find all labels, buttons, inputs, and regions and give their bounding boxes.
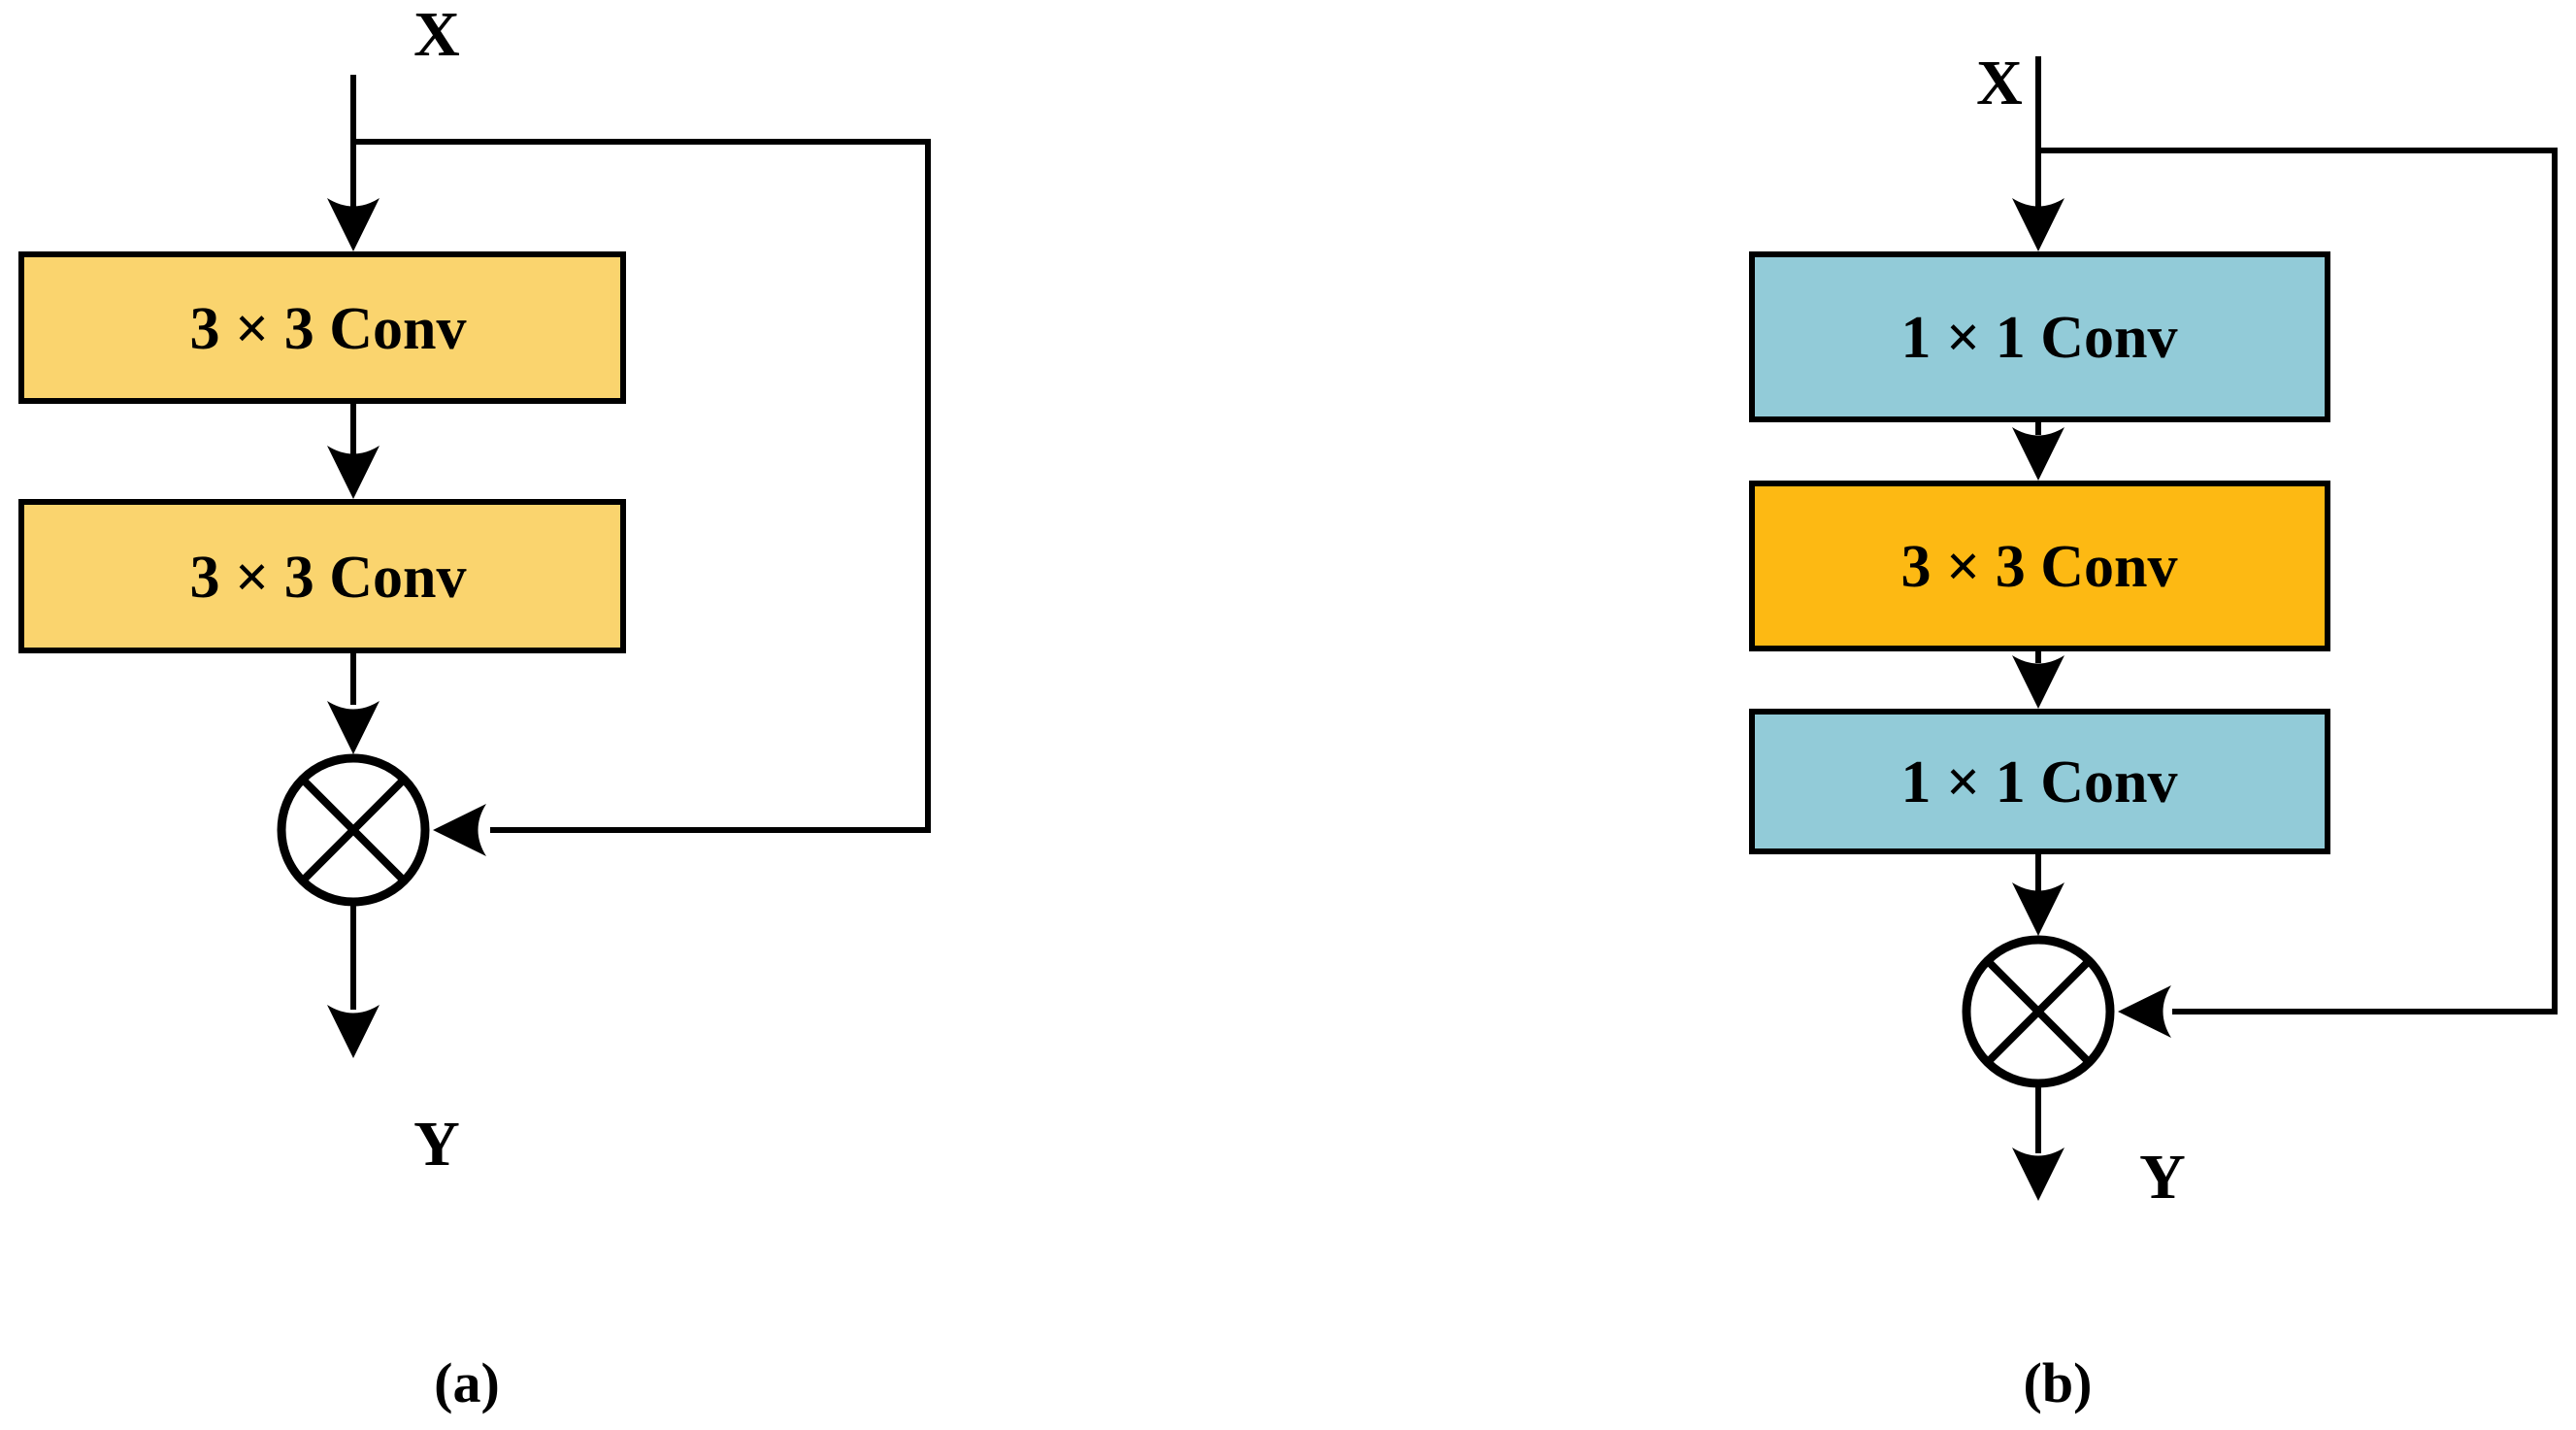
- panel-b-conv-box-2-label: 3 × 3 Conv: [1900, 534, 2177, 600]
- arrowhead-down-icon: [327, 198, 380, 251]
- panel-a-conv-box-2: [18, 499, 626, 653]
- panel-a: X 3 × 3 Conv 3 × 3 Conv: [18, 0, 931, 1414]
- arrowhead-left-icon: [433, 804, 486, 856]
- panel-b-output-label: Y: [2139, 1142, 2186, 1213]
- arrowhead-down-icon: [2012, 198, 2064, 251]
- arrowhead-down-icon: [327, 446, 380, 499]
- panel-b-conv-box-1: [1749, 251, 2330, 422]
- arrowhead-down-icon: [2012, 427, 2064, 481]
- operator-cross: [1985, 958, 2092, 1065]
- panel-b-input-label: X: [1976, 48, 2023, 118]
- arrowhead-down-icon: [2012, 882, 2064, 936]
- arrowhead-down-icon: [327, 701, 380, 754]
- panel-a-conv-box-1-label: 3 × 3 Conv: [189, 296, 466, 362]
- panel-a-caption: (a): [434, 1351, 500, 1414]
- panel-b-conv-box-2: [1749, 481, 2330, 651]
- arrowhead-left-icon: [2118, 985, 2171, 1038]
- panel-b: X 1 × 1 Conv 3 × 3 Conv 1 × 1 Conv: [1749, 48, 2558, 1414]
- panel-a-output-label: Y: [413, 1109, 460, 1180]
- panel-a-conv-box-1: [18, 251, 626, 404]
- panel-b-conv-box-3: [1749, 709, 2330, 854]
- panel-b-caption: (b): [2024, 1351, 2093, 1414]
- panel-b-conv-box-1-label: 1 × 1 Conv: [1900, 305, 2177, 371]
- panel-a-input-label: X: [413, 0, 460, 70]
- panel-b-conv-box-3-label: 1 × 1 Conv: [1900, 749, 2177, 815]
- arrowhead-down-icon: [327, 1005, 380, 1058]
- operator-cross: [300, 777, 407, 883]
- panel-b-circled-times-icon: [1962, 935, 2115, 1088]
- panel-a-circled-times-icon: [277, 753, 430, 907]
- panel-b-skip-connection-line: [2038, 148, 2558, 1014]
- panel-a-conv-box-2-label: 3 × 3 Conv: [189, 545, 466, 611]
- arrowhead-down-icon: [2012, 655, 2064, 709]
- arrowhead-down-icon: [2012, 1147, 2064, 1201]
- panel-a-skip-connection-line: [353, 139, 931, 833]
